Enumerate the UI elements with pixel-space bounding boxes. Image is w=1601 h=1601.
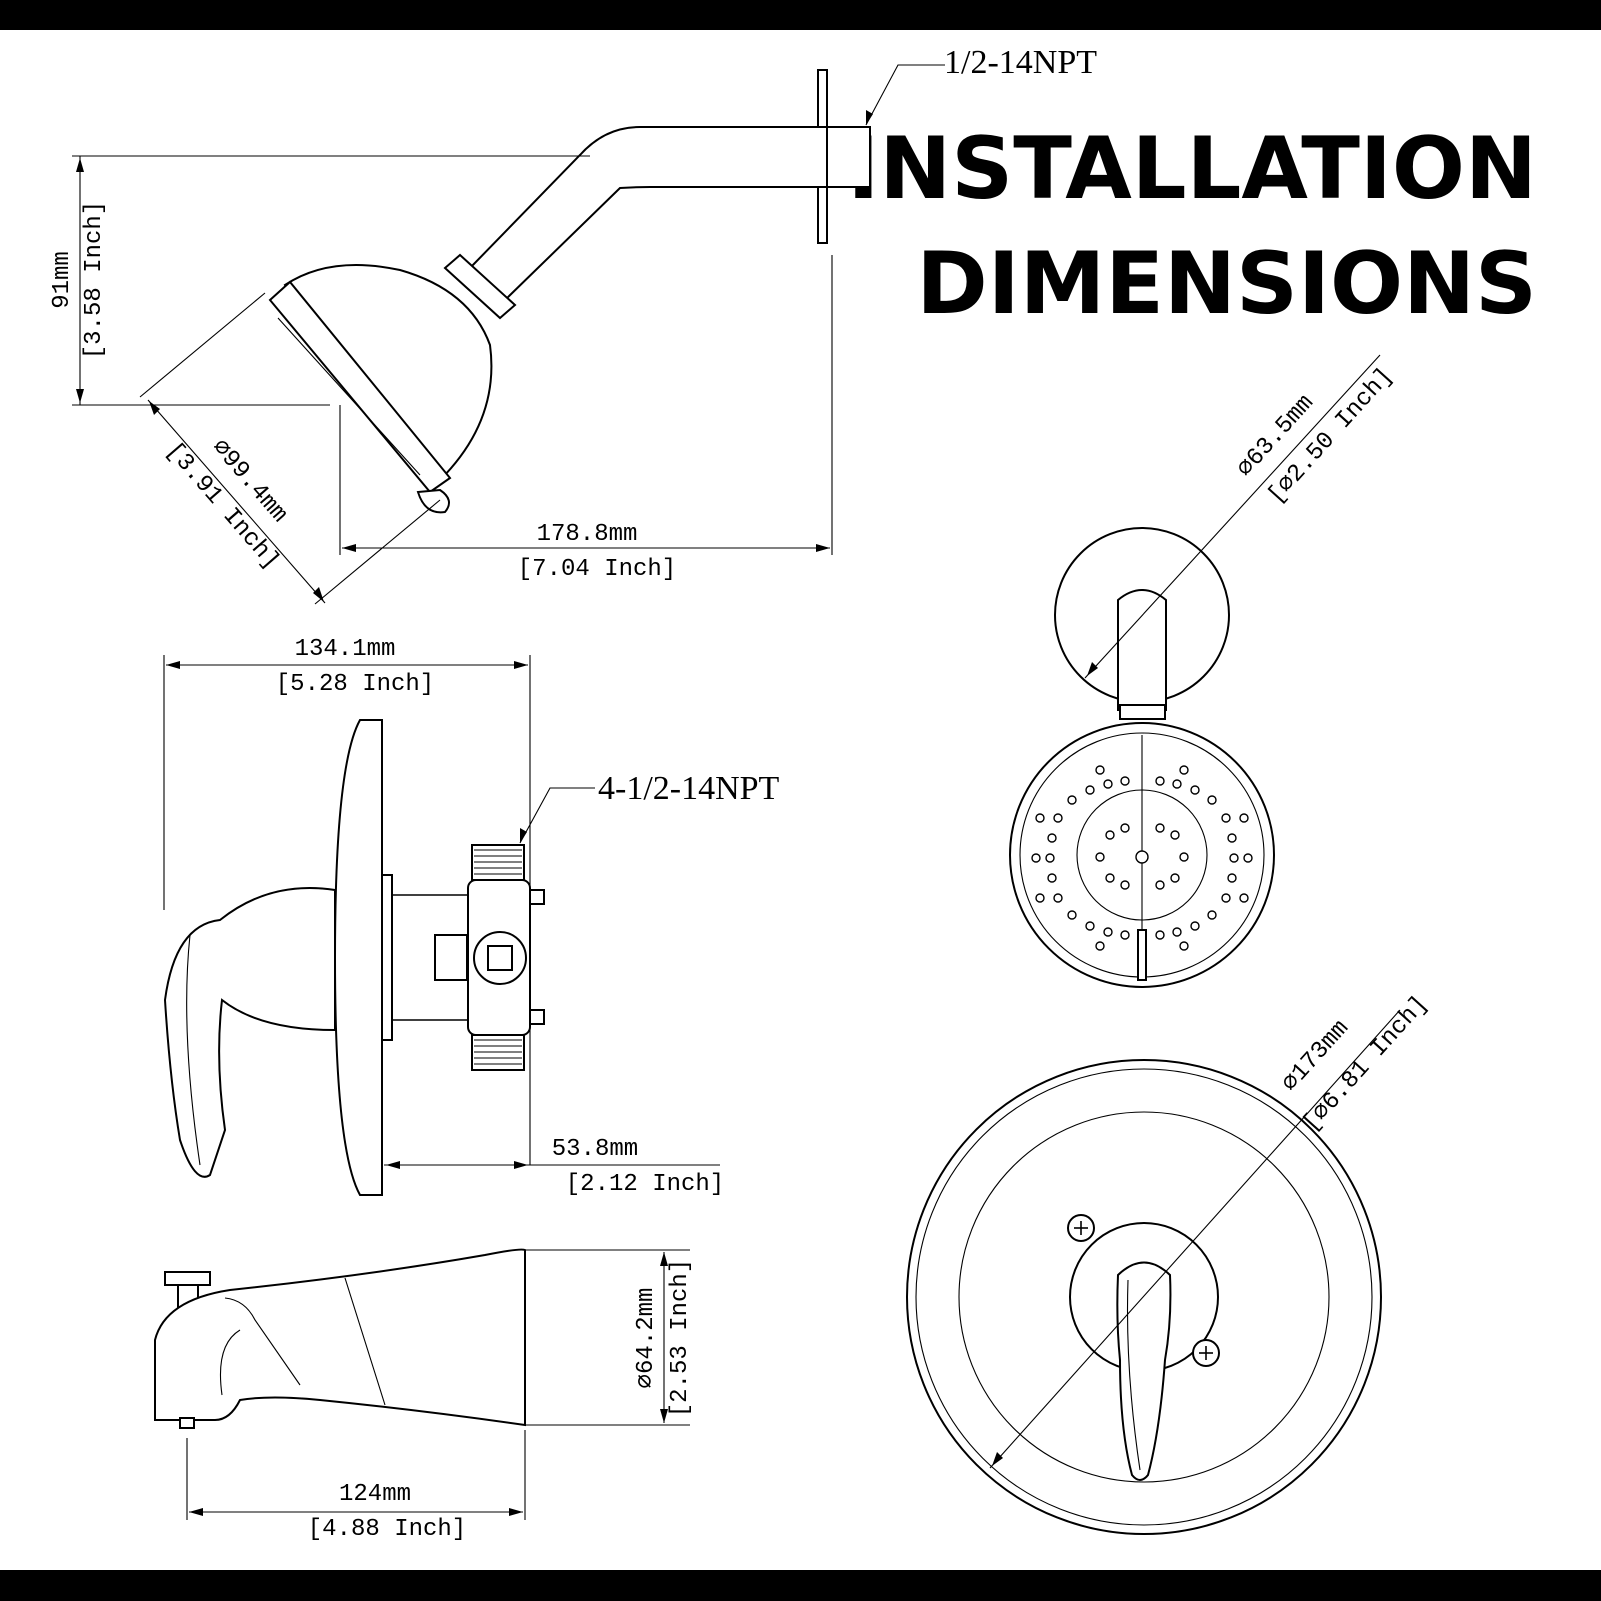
handle-highlight (1126, 1279, 1141, 1471)
trim-plate-side (333, 719, 383, 1196)
tub-spout-side-view (154, 1248, 526, 1429)
valve-depth-in-label: [5.28 Inch] (276, 671, 434, 698)
screw-icon (1067, 1214, 1095, 1242)
lower-mount-tab (529, 1009, 545, 1025)
trim-plate-inner (958, 1111, 1330, 1483)
valve-side-view (163, 719, 545, 1196)
shower-arm-side-view (268, 69, 871, 514)
top-border-bar (0, 0, 1601, 30)
dim-height: 91mm [3.58 Inch] (49, 155, 590, 406)
spout-diameter-mm-label: ⌀64.2mm (633, 1288, 660, 1389)
trim-plate-rim (915, 1068, 1373, 1526)
plate-hub (381, 874, 393, 1041)
arm-thread-callout: 1/2-14NPT (865, 44, 1097, 126)
spray-lever-front (1137, 929, 1147, 981)
dim-spout-diameter: ⌀64.2mm [2.53 Inch] (525, 1249, 694, 1426)
arm-thread-label: 1/2-14NPT (944, 44, 1097, 81)
shower-head-body (283, 264, 493, 492)
handle-edge (186, 934, 201, 1166)
spout-length-mm-label: 124mm (339, 1481, 411, 1508)
dim-valve-depth: 134.1mm [5.28 Inch] (163, 636, 531, 1165)
valve-trim-mm-label: 53.8mm (552, 1136, 638, 1163)
valve-thread-label: 4-1/2-14NPT (598, 770, 780, 807)
dim-valve-trim: 53.8mm [2.12 Inch] (384, 1136, 724, 1198)
reach-in-label: [7.04 Inch] (518, 556, 676, 583)
diverter-knob (164, 1271, 211, 1286)
spray-face (277, 317, 421, 476)
reach-mm-label: 178.8mm (537, 521, 638, 548)
bottom-border-bar (0, 1570, 1601, 1601)
valve-bonnet (434, 934, 468, 981)
thread-lines (474, 849, 522, 1065)
valve-stem (487, 945, 513, 971)
height-mm-label: 91mm (49, 251, 76, 309)
spout-length-in-label: [4.88 Inch] (308, 1516, 466, 1543)
shower-arm (468, 126, 828, 302)
upper-mount-tab (529, 889, 545, 905)
arm-front (1117, 589, 1167, 711)
spray-lever (416, 488, 450, 514)
screw-icon (1192, 1339, 1220, 1367)
spray-nozzles (1031, 765, 1253, 951)
tub-spout-body (154, 1248, 526, 1427)
valve-thread-callout: 4-1/2-14NPT (519, 770, 780, 844)
title-line-1: INSTALLATION (847, 119, 1537, 219)
arm-thread-nipple (826, 126, 871, 188)
dim-spout-length: 124mm [4.88 Inch] (186, 1430, 526, 1543)
valve-trim-in-label: [2.12 Inch] (566, 1171, 724, 1198)
spout-contour-lines (219, 1277, 386, 1406)
dim-reach: 178.8mm [7.04 Inch] (339, 255, 833, 583)
trim-plate-front-view (906, 1059, 1382, 1535)
arm-nut-front (1119, 704, 1166, 720)
valve-handle-front (1116, 1261, 1172, 1481)
valve-handle-side (163, 887, 336, 1178)
height-in-label: [3.58 Inch] (81, 201, 108, 359)
shower-head-front-view (1009, 527, 1275, 988)
shower-head-face-ring (268, 280, 452, 494)
arm-nut (443, 253, 517, 320)
spout-outlet (179, 1417, 195, 1429)
valve-depth-mm-label: 134.1mm (295, 636, 396, 663)
spout-diameter-in-label: [2.53 Inch] (667, 1259, 694, 1417)
title-line-2: DIMENSIONS (916, 234, 1537, 334)
